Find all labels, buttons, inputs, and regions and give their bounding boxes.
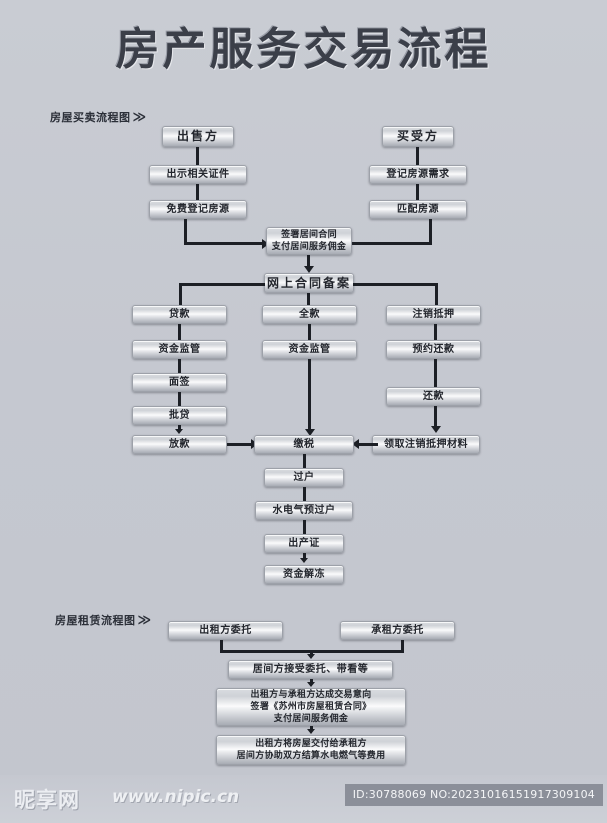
node-issue-certificate[interactable]: 出产证 [264,534,344,553]
node-register-demand[interactable]: 登记房源需求 [369,165,467,184]
section-heading-rental-label: 房屋租赁流程图 [55,614,136,627]
node-collect-cancel-mortgage-materials[interactable]: 领取注销抵押材料 [372,435,480,454]
connector-step2-to-step3 [310,726,313,731]
connector-filing-to-center-v [307,293,310,305]
connector-loan-2 [178,359,181,373]
connector-lessee-down [401,640,404,653]
connector-seller-elbow-v [184,219,187,245]
arrow-step1-to-step2 [307,682,315,687]
chevron-double-right-icon: ≫ [132,110,147,125]
connector-docs-to-register [196,184,199,200]
connector-buyer-elbow-v [429,219,432,245]
connector-tax-to-transfer [303,454,306,468]
node-loan-disbursement[interactable]: 放款 [132,435,227,454]
connector-buyer-elbow-h [350,242,432,245]
connector-lessor-down [220,640,223,653]
connector-transfer-to-utilities [303,487,306,501]
node-full-fund-supervision[interactable]: 资金监管 [262,340,357,359]
connector-full-1 [308,324,311,340]
connector-step1-to-step2 [310,679,313,684]
node-match-listing[interactable]: 匹配房源 [369,200,467,219]
node-utility-pre-transfer[interactable]: 水电气预过户 [255,501,353,520]
node-sign-brokerage-contract[interactable]: 签署居间合同 支付居间服务佣金 [266,227,352,255]
node-pay-tax[interactable]: 缴税 [254,435,354,454]
node-face-signing[interactable]: 面签 [132,373,227,392]
node-buyer[interactable]: 买受方 [382,126,454,147]
connector-utilities-to-certificate [303,520,306,534]
node-loan[interactable]: 贷款 [132,305,227,324]
id-badge: ID:30788069 NO:20231016151917309104 [344,784,603,806]
section-heading-sale-label: 房屋买卖流程图 [50,111,131,124]
section-heading-rental: 房屋租赁流程图≫ [55,612,152,628]
arrow-loan-to-disburse [175,429,183,434]
connector-certificate-to-unfreeze [303,553,306,560]
connector-seller-elbow-h [184,242,266,245]
arrow-to-unfreeze [300,558,308,563]
connector-materials-to-tax [358,443,378,446]
arrow-seller-to-merge [262,239,269,249]
arrow-full-to-tax [305,429,315,436]
connector-mortgage-1 [434,324,437,340]
node-ownership-transfer[interactable]: 过户 [264,468,344,487]
chevron-double-right-icon-rental: ≫ [137,613,152,628]
connector-disburse-to-tax [227,443,254,446]
node-broker-accept-mandate[interactable]: 居间方接受委托、带看等 [228,660,393,679]
node-cancel-mortgage[interactable]: 注销抵押 [386,305,481,324]
arrow-merge-to-filing [304,266,314,273]
node-online-contract-filing[interactable]: 网上合同备案 [264,273,354,293]
arrow-materials-to-tax [352,439,359,449]
connector-loan-4 [178,425,181,431]
connector-filing-to-right-h [353,283,438,286]
node-loan-approval[interactable]: 批贷 [132,406,227,425]
connector-loan-3 [178,392,181,406]
connector-filing-to-left-h [179,283,265,286]
node-lessee-mandate[interactable]: 承租方委托 [340,621,455,640]
node-show-documents[interactable]: 出示相关证件 [149,165,247,184]
connector-demand-to-match [416,184,419,200]
connector-buyer-to-demand [416,147,419,165]
node-lessor-mandate[interactable]: 出租方委托 [168,621,283,640]
node-fund-unfreeze[interactable]: 资金解冻 [264,565,344,584]
connector-seller-to-docs [196,147,199,165]
arrow-to-collect-materials [431,426,441,433]
connector-filing-to-left-v [179,283,182,305]
connector-rental-join-down [310,650,313,656]
node-reach-deal-sign-contract[interactable]: 出租方与承租方达成交易意向 签署《苏州市房屋租赁合同》 支付居间服务佣金 [216,688,406,726]
node-handover-and-settle-utilities[interactable]: 出租方将房屋交付给承租方 居间方协助双方结算水电燃气等费用 [216,735,406,765]
connector-filing-to-right-v [435,283,438,305]
node-loan-fund-supervision[interactable]: 资金监管 [132,340,227,359]
node-schedule-repayment[interactable]: 预约还款 [386,340,481,359]
connector-mortgage-2 [434,359,437,387]
node-seller[interactable]: 出售方 [162,126,234,147]
arrow-step2-to-step3 [307,729,315,734]
connector-mortgage-3 [434,406,437,428]
page-title: 房产服务交易流程 [115,24,492,75]
section-heading-sale: 房屋买卖流程图≫ [50,109,147,125]
node-free-register-listing[interactable]: 免费登记房源 [149,200,247,219]
arrow-rental-to-broker [307,654,315,659]
node-repayment[interactable]: 还款 [386,387,481,406]
connector-full-to-tax [308,359,311,431]
watermark-url: www.nipic.cn [112,787,240,807]
node-full-payment[interactable]: 全款 [262,305,357,324]
watermark-logo: 昵享网 [14,788,80,812]
connector-merge-to-filing [307,255,310,268]
connector-loan-1 [178,324,181,340]
